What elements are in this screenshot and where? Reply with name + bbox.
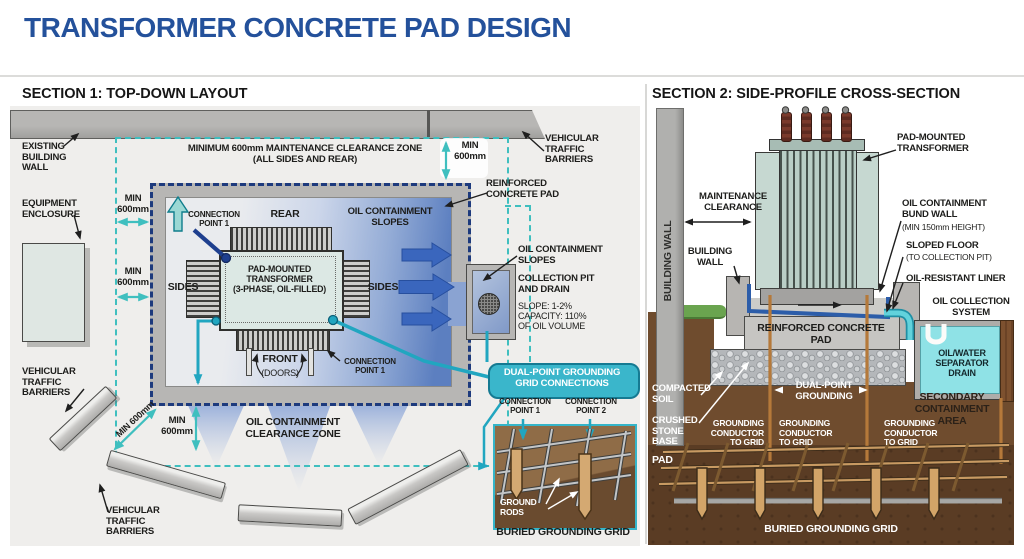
min-600-label-top: MIN 600mm <box>454 140 486 162</box>
compacted-soil-label: COMPACTED SOIL <box>652 383 711 405</box>
oil-water-separator-label: OIL/WATER SEPARATOR DRAIN <box>935 348 989 379</box>
dual-point-grounding-box <box>488 363 640 399</box>
oil-resistant-liner-label: OIL-RESISTANT LINER <box>906 273 1006 284</box>
pad-mounted-transformer-label: PAD-MOUNTED TRANSFORMER <box>897 132 969 154</box>
min-600-label-left-2: MIN 600mm <box>117 266 149 288</box>
clearance-zone-title: MINIMUM 600mm MAINTENANCE CLEARANCE ZONE… <box>187 143 423 165</box>
transformer-radiator-fins <box>779 147 857 290</box>
bushing-caps <box>781 106 850 114</box>
equipment-enclosure-shape <box>22 243 85 342</box>
front-label: FRONT <box>262 353 298 365</box>
s2-ground-rods <box>696 467 940 521</box>
page-title: TRANSFORMER CONCRETE PAD DESIGN <box>24 12 572 43</box>
vehicular-barriers-label-bottom: VEHICULAR TRAFFIC BARRIERS <box>106 505 160 538</box>
building-wall-label: BUILDING WALL <box>687 246 733 268</box>
min-600-label-bottom: MIN 600mm <box>161 415 193 437</box>
dual-point-grounding-box-label: DUAL-POINT GROUNDING GRID CONNECTIONS <box>503 367 621 389</box>
transformer-label: PAD-MOUNTED TRANSFORMER (3-PHASE, OIL-FI… <box>232 264 327 294</box>
grounding-conductor-label-3: GROUNDING CONDUCTOR TO GRID <box>884 418 938 448</box>
dual-point-grounding-label: DUAL-POINT GROUNDING <box>795 380 853 402</box>
sides-label-right: SIDES <box>367 281 399 293</box>
sloped-floor-label: SLOPED FLOOR <box>906 240 979 251</box>
section1-header: SECTION 1: TOP-DOWN LAYOUT <box>22 86 248 102</box>
ground-rods-arrows <box>545 477 579 510</box>
buried-grounding-grid-label-s2: BURIED GROUNDING GRID <box>764 523 898 535</box>
oil-clearance-zone-label: OIL CONTAINMENT CLEARANCE ZONE <box>245 416 341 440</box>
min-600-label-left-1: MIN 600mm <box>117 193 149 215</box>
pit-specs-label: SLOPE: 1-2% CAPACITY: 110% OF OIL VOLUME <box>518 301 587 332</box>
up-arrow-icon <box>166 195 190 232</box>
oil-collection-system-label: OIL COLLECTION SYSTEM <box>932 296 1010 318</box>
dimension-arrows <box>113 140 451 452</box>
connection-dot-top <box>220 252 232 264</box>
maintenance-clearance-label: MAINTENANCE CLEARANCE <box>699 191 767 213</box>
bund-wall-label: OIL CONTAINMENT BUND WALL <box>902 198 987 220</box>
secondary-containment-label: SECONDARY CONTAINMENT AREA <box>914 391 990 427</box>
connection-point-1-label-inset: CONNECTION POINT 1 <box>499 397 551 416</box>
sides-label-left: SIDES <box>167 281 199 293</box>
barrier-bar-joint <box>427 110 430 137</box>
wood-post <box>1000 320 1014 402</box>
vehicular-barriers-label-left: VEHICULAR TRAFFIC BARRIERS <box>22 366 76 399</box>
ground-rods-label: GROUND RODS <box>500 497 537 517</box>
connection-point-1-label-bottom: CONNECTION POINT 1 <box>344 357 396 376</box>
bund-wall-sub-label: (MIN 150mm HEIGHT) <box>902 222 985 232</box>
transformer-body-topview <box>219 250 344 331</box>
connection-lead-navy <box>192 228 227 259</box>
s1-leader-lines <box>63 130 545 513</box>
s2-white-arrows <box>698 361 868 424</box>
vehicular-barriers-label-top: VEHICULAR TRAFFIC BARRIERS <box>545 133 599 166</box>
section-divider <box>645 84 647 544</box>
collection-pit-label: COLLECTION PIT AND DRAIN <box>518 273 595 295</box>
reinforced-concrete-pad-label: REINFORCED CONCRETE PAD <box>486 178 559 200</box>
oil-containment-slopes-label-pad: OIL CONTAINMENT SLOPES <box>347 206 433 228</box>
section2-header: SECTION 2: SIDE-PROFILE CROSS-SECTION <box>652 86 961 102</box>
connection-dot-left <box>211 316 221 326</box>
grass-strip <box>676 305 726 319</box>
buried-grounding-grid-label-s1: BURIED GROUNDING GRID <box>496 526 630 538</box>
transformer-fins-right <box>341 260 370 318</box>
transformer-bolt-ring <box>225 256 336 323</box>
connection-point-2-label-inset: CONNECTION POINT 2 <box>565 397 617 416</box>
transformer-fins-rear <box>230 227 332 254</box>
top-traffic-barrier-bar <box>10 110 545 139</box>
pad-label: PAD <box>652 454 673 466</box>
drain-pipe <box>884 310 913 340</box>
equipment-enclosure-label: EQUIPMENT ENCLOSURE <box>22 198 80 220</box>
ground-rod-icon-2 <box>578 453 592 521</box>
connection-point-1-label-top: CONNECTION POINT 1 <box>188 210 240 229</box>
building-wall-shape <box>656 108 684 446</box>
rear-label: REAR <box>270 208 300 220</box>
reinforced-concrete-pad-label-s2: REINFORCED CONCRETE PAD <box>757 322 885 346</box>
title-divider <box>0 75 1024 77</box>
crushed-stone-base-label: CRUSHED STONE BASE <box>652 415 698 448</box>
grounding-conductor-label-2: GROUNDING CONDUCTOR TO GRID <box>779 418 833 448</box>
sloped-floor-sub-label: (TO COLLECTION PIT) <box>906 252 992 262</box>
doors-label: (DOORS) <box>261 368 299 378</box>
s2-leader-lines <box>684 149 904 313</box>
building-wall-vertical-label: BUILDING WALL <box>662 220 675 302</box>
separator-water <box>920 326 1000 394</box>
existing-building-wall-label: EXISTING BUILDING WALL <box>22 141 67 174</box>
oil-flow-arrows <box>398 242 455 332</box>
grounding-conductors <box>768 295 1003 464</box>
grounding-conductor-label-1: GROUNDING CONDUCTOR TO GRID <box>710 418 764 448</box>
drain-grate-icon <box>478 293 500 315</box>
ground-rod-icon-1 <box>510 448 523 501</box>
door-leaf-right <box>308 348 314 376</box>
connection-dot-right <box>327 314 339 326</box>
separator-u-tube <box>925 324 947 345</box>
door-leaf-left <box>246 348 252 376</box>
oil-containment-slopes-label-pit: OIL CONTAINMENT SLOPES <box>518 244 603 266</box>
transformer-top-cap <box>769 139 865 151</box>
pit-channel <box>448 282 468 326</box>
